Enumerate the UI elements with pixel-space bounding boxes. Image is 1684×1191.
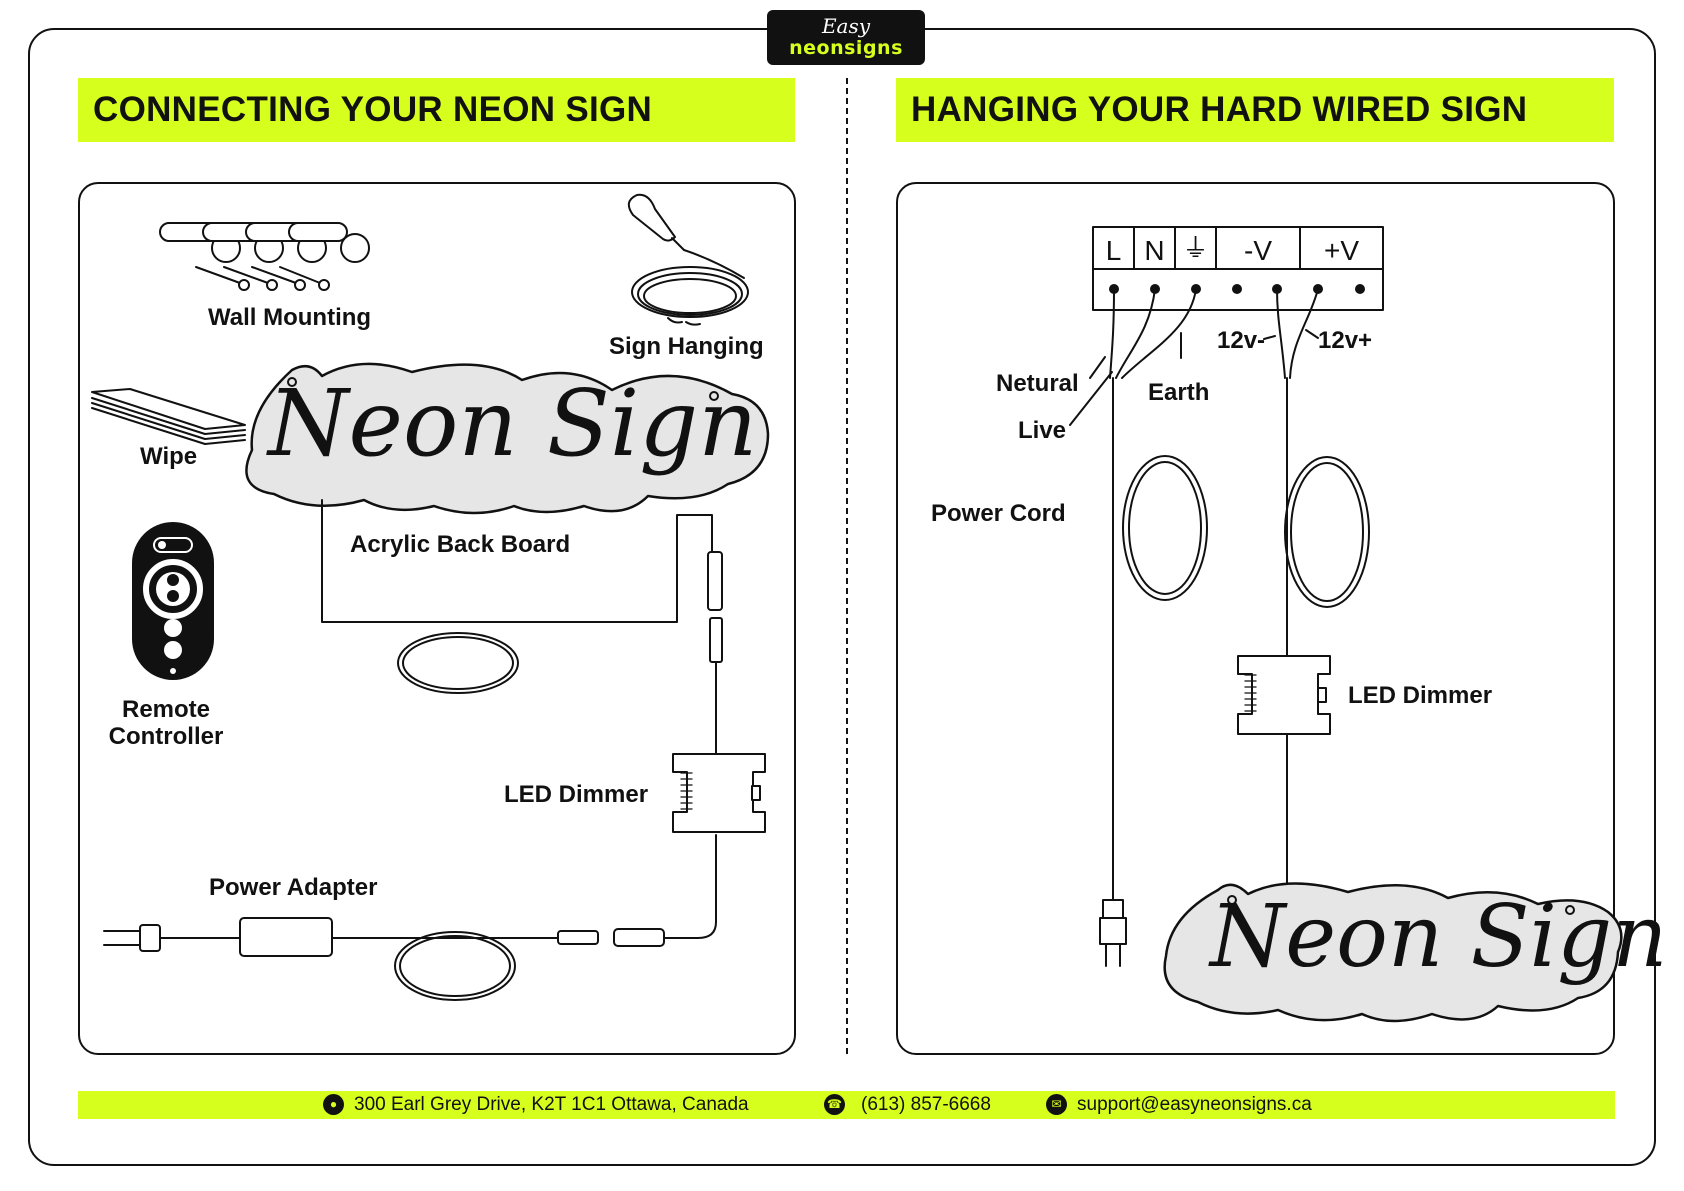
wipe-icon [91,388,246,445]
hanging-wire-icon [631,249,749,326]
left-section-title: CONNECTING YOUR NEON SIGN [93,90,653,129]
left-section-header: CONNECTING YOUR NEON SIGN [78,78,795,142]
terminal-label-n: N [1144,235,1165,266]
footer-email[interactable]: support@easyneonsigns.ca [1077,1094,1312,1115]
wall-anchor-icon [159,222,370,263]
label-remote-controller-line2: Controller [108,723,224,750]
footer-phone[interactable]: (613) 857-6668 [861,1094,991,1115]
terminal-block [1092,226,1384,311]
power-adapter-icon [103,917,665,1001]
label-led-dimmer-left: LED Dimmer [504,781,649,808]
envelope-icon: ✉ [1046,1094,1067,1115]
label-12v-plus: 12v+ [1318,327,1373,354]
label-sign-hanging: Sign Hanging [609,333,764,360]
label-remote-controller-line1: Remote [121,696,211,723]
neon-sign-text-left: Neon Sign [268,370,758,477]
terminal-label-l: L [1105,235,1122,266]
contact-footer: ● 300 Earl Grey Drive, K2T 1C1 Ottawa, C… [78,1091,1615,1119]
footer-address: 300 Earl Grey Drive, K2T 1C1 Ottawa, Can… [354,1094,749,1115]
label-power-adapter: Power Adapter [209,874,378,901]
brand-logo-line1: Easy [821,14,871,38]
plug-icon [1099,899,1127,967]
remote-controller-icon [132,522,214,680]
right-section-title: HANGING YOUR HARD WIRED SIGN [911,90,1528,129]
led-dimmer-icon [672,753,766,833]
neon-sign-text-right: Neon Sign [1210,887,1668,987]
right-section-header: HANGING YOUR HARD WIRED SIGN [896,78,1614,142]
right-panel [896,182,1615,1055]
brand-logo: Easy neonsigns [767,10,925,65]
label-live: Live [1018,417,1067,444]
label-earth: Earth [1148,379,1210,406]
section-divider [846,78,848,1054]
label-wall-mounting: Wall Mounting [208,304,372,331]
label-acrylic-back-board: Acrylic Back Board [350,531,571,558]
brand-logo-line2: neonsigns [789,37,903,59]
terminal-label-plus-v: +V [1323,235,1360,266]
left-panel [78,182,796,1055]
label-led-dimmer-right: LED Dimmer [1348,682,1493,709]
label-12v-minus: 12v- [1217,327,1266,354]
label-netural: Netural [996,370,1079,397]
carabiner-icon [627,193,685,251]
acrylic-back-board [245,362,770,515]
acrylic-back-board [1163,882,1623,1023]
label-wipe: Wipe [140,443,198,470]
terminal-label-minus-v: -V [1244,235,1272,266]
phone-icon: ☎ [824,1094,845,1115]
led-dimmer-icon [1237,655,1331,735]
terminal-label-ground: ⏚ [1182,234,1209,264]
label-remote-controller: Remote Controller [96,696,236,750]
label-power-cord: Power Cord [931,500,1066,527]
location-pin-icon: ● [323,1094,344,1115]
screw-icon [195,266,330,291]
